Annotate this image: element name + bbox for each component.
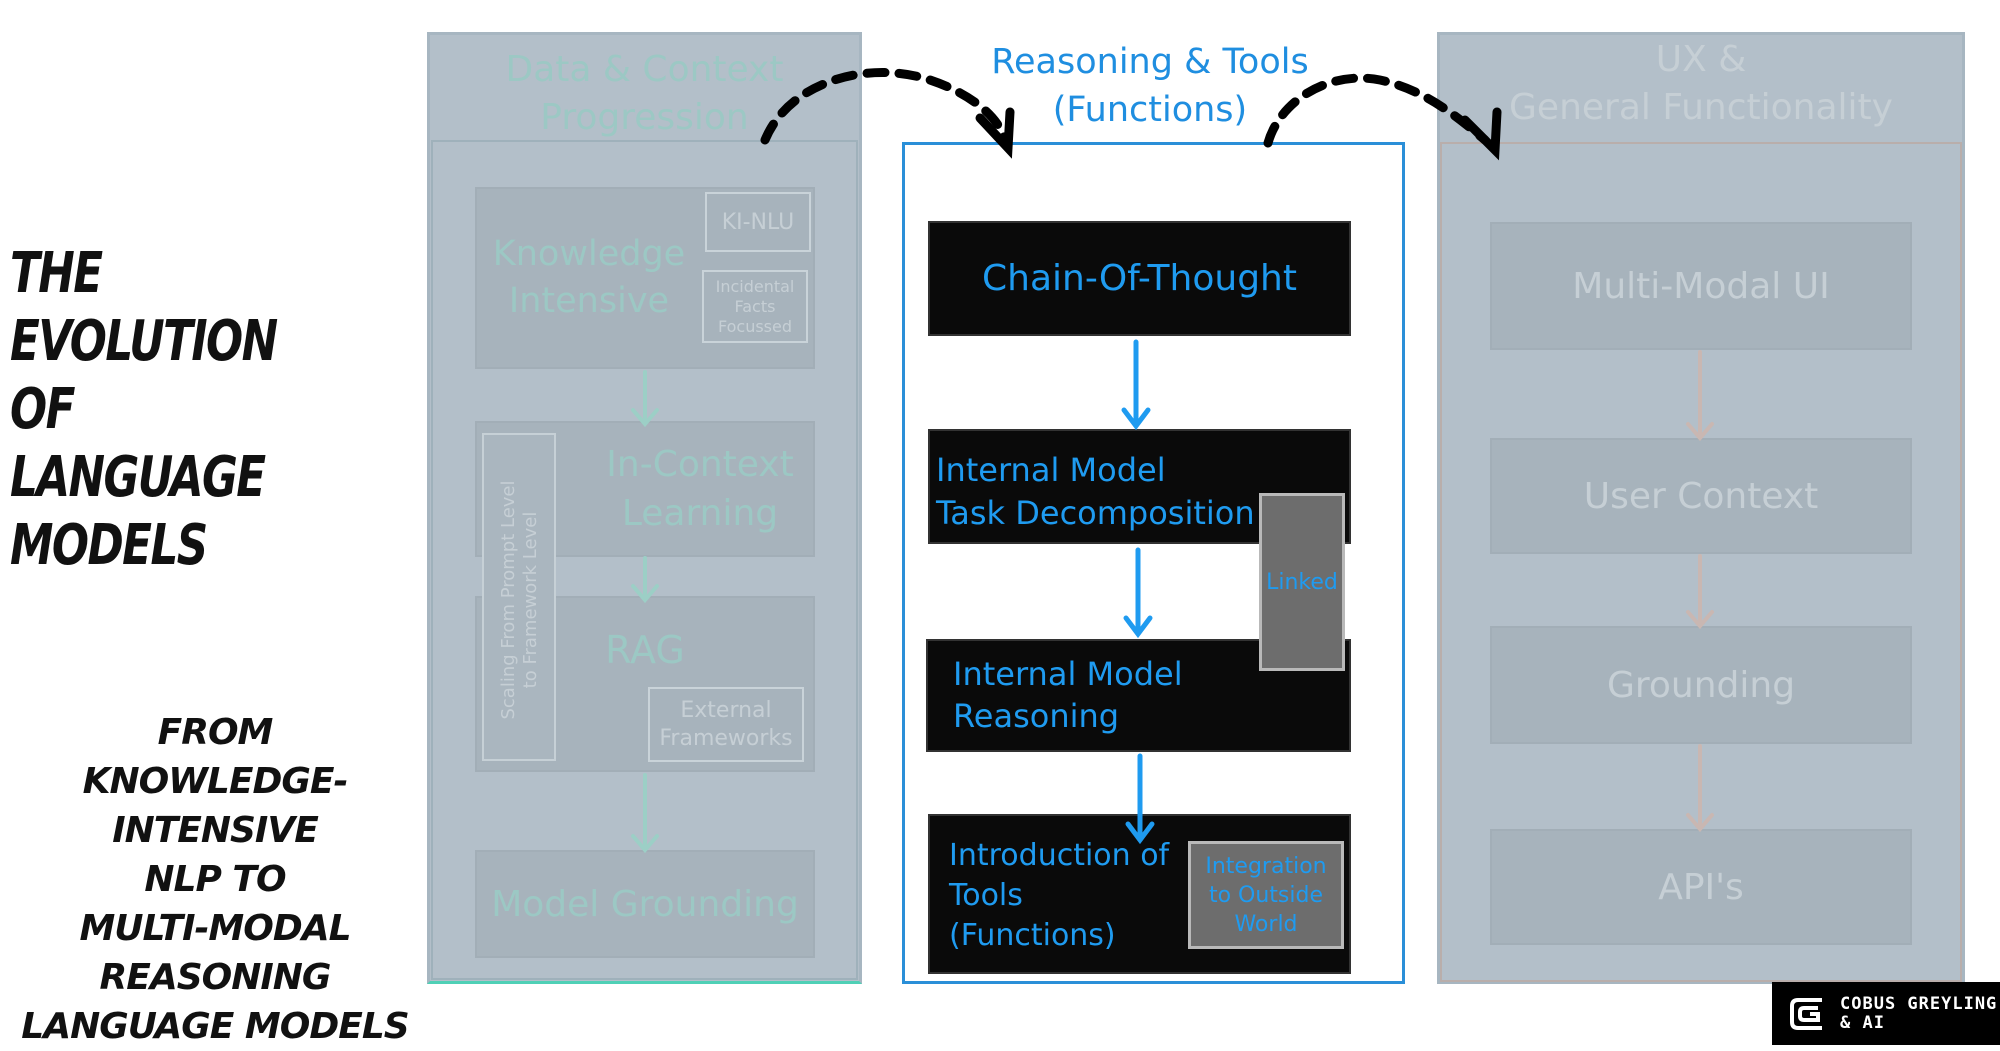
knowledge-intensive-line-2: Intensive [508, 281, 670, 321]
data-context-title-line-1: Data & Context [505, 49, 784, 90]
blue-arrow-3 [1125, 753, 1155, 845]
dashed-arrow-left [760, 68, 1010, 145]
faded-arrow-2 [631, 556, 659, 604]
brand-logo: COBUS GREYLING & AI [1772, 982, 2000, 1045]
brand-line-2: & AI [1840, 1012, 1885, 1033]
scaling-bar [482, 433, 556, 761]
subtitle-line-4: Multi-Modal Reasoning [79, 908, 351, 998]
data-context-title: Data & Context Progression [427, 46, 862, 142]
tools-line-3: (Functions) [949, 918, 1116, 953]
user-context-box: User Context [1490, 438, 1912, 554]
incidental-line-3: Focussed [717, 316, 792, 336]
subtitle: From Knowledge-Intensive NLP to Multi-Mo… [0, 708, 430, 1051]
subtitle-line-2: Knowledge-Intensive [82, 761, 349, 851]
subtitle-line-3: NLP to [144, 859, 286, 900]
external-line-2: Frameworks [659, 725, 793, 751]
faded-arrow-1 [631, 370, 659, 428]
task-decomposition-line-1: Internal Model [936, 451, 1166, 489]
incidental-facts-tag: Incidental Facts Focussed [702, 270, 808, 343]
data-context-inner-frame [431, 140, 858, 980]
subtitle-line-5: Language Models [21, 1006, 409, 1047]
linked-box: Linked [1259, 493, 1345, 671]
knowledge-intensive-line-1: Knowledge [492, 234, 686, 274]
blue-arrow-1 [1121, 339, 1151, 431]
dashed-arrowhead-left [975, 107, 1015, 159]
ux-title: UX & General Functionality [1437, 36, 1965, 132]
dashed-arrow-right [1263, 73, 1490, 148]
integration-box: Integration to Outside World [1188, 841, 1344, 949]
tools-line-2: Tools [949, 878, 1023, 913]
reasoning-tools-title-line-2: (Functions) [1052, 90, 1248, 130]
chain-of-thought-label: Chain-Of-Thought [982, 258, 1297, 299]
faded-arrow-3 [631, 773, 659, 854]
brand-name: COBUS GREYLING & AI [1840, 993, 1998, 1033]
incidental-line-2: Facts [734, 296, 776, 316]
chain-of-thought-box: Chain-Of-Thought [928, 221, 1351, 336]
reasoning-tools-title: Reasoning & Tools (Functions) [940, 38, 1360, 134]
incidental-line-1: Incidental [715, 276, 795, 296]
in-context-line-2: Learning [621, 493, 779, 534]
blue-arrow-2 [1123, 547, 1153, 639]
brand-line-1: COBUS GREYLING [1840, 993, 1998, 1014]
in-context-line-1: In-Context [606, 444, 794, 485]
reasoning-tools-frame [902, 142, 1405, 984]
rag-label: RAG [605, 628, 685, 672]
faded-arrow-6 [1686, 744, 1714, 833]
integration-line-1: Integration [1205, 853, 1327, 879]
task-decomposition-line-2: Task Decomposition [936, 494, 1255, 532]
integration-line-2: to Outside [1208, 882, 1324, 908]
ux-inner-frame [1440, 142, 1962, 982]
internal-reasoning-line-2: Reasoning [953, 697, 1120, 735]
main-title-line-2: Language Models [10, 445, 266, 578]
main-title: The Evolution of Language Models [10, 240, 338, 580]
grounding-box: Grounding [1490, 626, 1912, 744]
multi-modal-ui-box: Multi-Modal UI [1490, 222, 1912, 350]
reasoning-tools-title-line-1: Reasoning & Tools [991, 42, 1309, 82]
external-line-1: External [680, 697, 772, 723]
faded-arrow-4 [1686, 350, 1714, 442]
ux-title-line-2: General Functionality [1509, 87, 1893, 128]
integration-line-3: World [1234, 911, 1298, 937]
cg-logo-icon [1790, 997, 1822, 1030]
ux-title-line-1: UX & [1655, 39, 1747, 80]
dashed-arrowhead-right [1460, 107, 1502, 161]
data-context-title-line-2: Progression [540, 97, 749, 138]
subtitle-line-1: From [157, 712, 274, 753]
internal-reasoning-line-1: Internal Model [953, 655, 1183, 693]
main-title-line-1: The Evolution of [10, 241, 278, 442]
external-frameworks-tag: External Frameworks [648, 687, 804, 762]
model-grounding-box: Model Grounding [475, 850, 815, 958]
faded-arrow-5 [1686, 554, 1714, 630]
knowledge-intensive-box: Knowledge Intensive [475, 187, 815, 369]
tools-line-1: Introduction of [949, 838, 1170, 873]
ki-nlu-tag: KI-NLU [705, 192, 811, 252]
